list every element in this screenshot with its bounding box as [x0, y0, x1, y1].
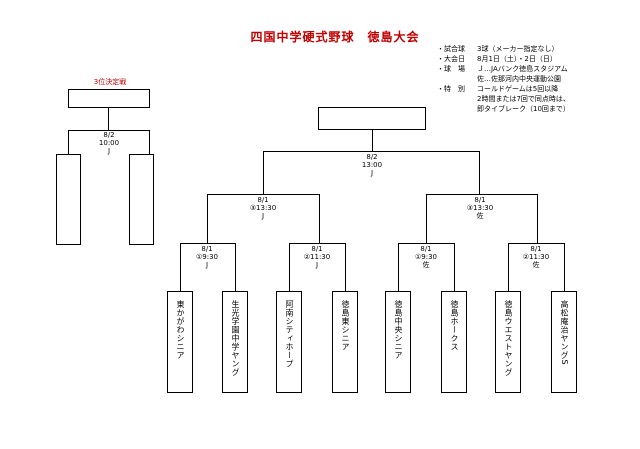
bracket-line — [426, 194, 427, 243]
bracket-line — [372, 130, 373, 152]
team-box: 徳島東シニア — [332, 291, 358, 393]
bracket-line — [564, 243, 565, 291]
first-round-match-info: 8/1 ②11:30 J — [303, 245, 331, 269]
bracket-line — [68, 130, 69, 154]
info-row: ・特 別コールドゲームは5回以降 — [437, 85, 559, 93]
bracket-line — [263, 151, 264, 194]
info-row: 即タイブレーク（10回まで） — [477, 105, 570, 113]
bracket-line — [289, 243, 346, 244]
team-box: 徳島ホークス — [441, 291, 467, 393]
semi-match-info-left: 8/1 ③13:30 J — [249, 196, 277, 220]
bracket-line — [398, 243, 455, 244]
third-place-team-box — [129, 154, 154, 245]
third-place-team-box — [56, 154, 81, 245]
third-place-label: 3位決定戦 — [93, 78, 127, 86]
first-round-match-info: 8/1 ①9:30 佐 — [415, 245, 437, 269]
bracket-line — [207, 194, 320, 195]
bracket-line — [508, 243, 565, 244]
third-place-winner-box — [68, 89, 150, 108]
bracket-line — [479, 151, 480, 194]
team-box: 徳島中央シニア — [385, 291, 411, 393]
team-box: 徳島ウエストヤング — [495, 291, 521, 393]
bracket-line — [207, 194, 208, 243]
bracket-line — [68, 130, 150, 131]
semi-match-info-right: 8/1 ③13:30 佐 — [466, 196, 494, 220]
team-box: 東かがわシニア — [167, 291, 193, 393]
bracket-line — [235, 243, 236, 291]
bracket-line — [537, 194, 538, 243]
bracket-line — [508, 243, 509, 291]
team-box: 阿南シティホープ — [276, 291, 302, 393]
bracket-line — [398, 243, 399, 291]
first-round-match-info: 8/1 ②11:30 佐 — [522, 245, 550, 269]
final-match-info: 8/2 13:00 J — [361, 153, 383, 177]
bracket-line — [149, 130, 150, 154]
info-row: 2時間または7回で同点時は、 — [477, 95, 570, 103]
bracket-line — [289, 243, 290, 291]
bracket-line — [426, 194, 538, 195]
team-box: 高松庵治ヤングS — [551, 291, 577, 393]
first-round-match-info: 8/1 ①9:30 J — [196, 245, 218, 269]
bracket-line — [319, 194, 320, 243]
bracket-line — [180, 243, 181, 291]
bracket-line — [345, 243, 346, 291]
team-box: 生光学園中学ヤング — [222, 291, 248, 393]
bracket-line — [180, 243, 236, 244]
bracket-line — [263, 151, 480, 152]
champion-box — [318, 107, 426, 130]
page-title: 四国中学硬式野球 徳島大会 — [250, 30, 420, 44]
bracket-line — [454, 243, 455, 291]
info-row: 佐…佐那河内中央運動公園 — [477, 75, 561, 83]
third-place-match-info: 8/2 10:00 J — [98, 131, 120, 155]
bracket-line — [108, 108, 109, 131]
